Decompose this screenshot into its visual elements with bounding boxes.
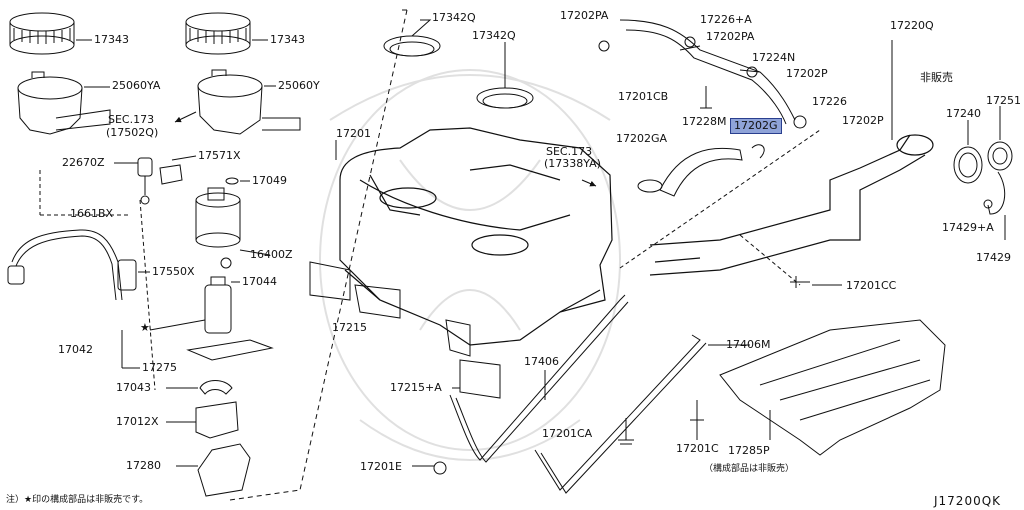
- heat-shield-17215: [309, 261, 401, 319]
- section-ref-17338ya-line2[interactable]: (17338YA): [544, 157, 601, 170]
- fuel-sensor: [114, 157, 153, 205]
- tank-strap-17406m: [534, 334, 701, 491]
- retainer-17043: [199, 380, 233, 395]
- part-17429a[interactable]: 17429+A: [942, 221, 994, 234]
- fuel-tank: [339, 127, 613, 346]
- bolt-17201ca: [618, 418, 634, 445]
- note-component-not-sold: （構成部品は非販売）: [704, 464, 795, 474]
- part-17201cc[interactable]: 17201CC: [846, 279, 897, 292]
- section-ref-17338ya-line1[interactable]: SEC.173: [546, 145, 593, 158]
- clamp-17202g: [751, 144, 765, 159]
- part-17342q-lower[interactable]: 17342Q: [472, 29, 516, 42]
- part-17201cb[interactable]: 17201CB: [618, 90, 669, 103]
- part-17240[interactable]: 17240: [946, 107, 981, 120]
- footnote: 注）★印の構成部品は非販売です。: [6, 495, 149, 505]
- part-17343-left[interactable]: 17343: [94, 33, 129, 46]
- bracket-17571x: [159, 155, 197, 185]
- gasket-upper: [383, 35, 441, 57]
- part-17043[interactable]: 17043: [116, 381, 151, 394]
- heat-shield-17215a: [445, 319, 501, 399]
- part-17049[interactable]: 17049: [252, 174, 287, 187]
- part-17201ca[interactable]: 17201CA: [542, 427, 593, 440]
- hose-17228m: [659, 147, 743, 197]
- part-17202p-upper[interactable]: 17202P: [786, 67, 828, 80]
- protector-17285p: [719, 319, 946, 456]
- note-not-sold: 非販売: [920, 71, 953, 84]
- part-25060y[interactable]: 25060Y: [278, 79, 320, 92]
- part-17280[interactable]: 17280: [126, 459, 161, 472]
- tank-strap-17406: [449, 294, 626, 461]
- section-ref-17502q-line1[interactable]: SEC.173: [108, 113, 155, 126]
- part-25060ya[interactable]: 25060YA: [112, 79, 161, 92]
- section-ref-17502q-line2[interactable]: (17502Q): [106, 126, 159, 139]
- filler-cap: [987, 141, 1013, 171]
- filler-ring: [953, 146, 983, 184]
- part-17226[interactable]: 17226: [812, 95, 847, 108]
- diagram-code: J17200QK: [934, 494, 1002, 508]
- part-17228m[interactable]: 17228M: [682, 115, 727, 128]
- part-17571x[interactable]: 17571X: [198, 149, 241, 162]
- part-17044[interactable]: 17044: [242, 275, 277, 288]
- lock-ring-left: [9, 12, 75, 55]
- part-17201e[interactable]: 17201E: [360, 460, 402, 473]
- part-1661bx[interactable]: 1661BX: [70, 207, 114, 220]
- part-16400z[interactable]: 16400Z: [250, 248, 293, 261]
- watermark-emblem: [319, 69, 621, 461]
- bolt-17201e: [433, 461, 447, 475]
- part-17202p-lower[interactable]: 17202P: [842, 114, 884, 127]
- bolt-17201c: [690, 400, 704, 421]
- part-17275[interactable]: 17275: [142, 361, 177, 374]
- fuel-level-sender-ya: [17, 71, 111, 135]
- part-17012x[interactable]: 17012X: [116, 415, 159, 428]
- gasket-lower: [476, 87, 534, 109]
- filler-tube: [649, 134, 934, 276]
- part-17201c[interactable]: 17201C: [676, 442, 719, 455]
- fuel-filter: [195, 187, 271, 256]
- fuel-level-sender-y: [174, 69, 301, 135]
- part-17406m[interactable]: 17406M: [726, 338, 771, 351]
- strainer: [186, 339, 274, 361]
- part-17042[interactable]: 17042: [58, 343, 93, 356]
- fuel-hose: [7, 229, 150, 301]
- part-17550x[interactable]: 17550X: [152, 265, 195, 278]
- part-17429[interactable]: 17429: [976, 251, 1011, 264]
- part-17251[interactable]: 17251: [986, 94, 1021, 107]
- part-17220q[interactable]: 17220Q: [890, 19, 934, 32]
- part-17215[interactable]: 17215: [332, 321, 367, 334]
- part-17406[interactable]: 17406: [524, 355, 559, 368]
- fuel-pump: [121, 276, 232, 369]
- part-17343-right[interactable]: 17343: [270, 33, 305, 46]
- star-mark: ★: [140, 321, 150, 334]
- part-22670z[interactable]: 22670Z: [62, 156, 105, 169]
- part-17202pa-lower[interactable]: 17202PA: [706, 30, 755, 43]
- part-17201-tank[interactable]: 17201: [336, 127, 371, 140]
- part-17215a[interactable]: 17215+A: [390, 381, 442, 394]
- part-17224n[interactable]: 17224N: [752, 51, 796, 64]
- part-17202ga[interactable]: 17202GA: [616, 132, 668, 145]
- part-17285p[interactable]: 17285P: [728, 444, 770, 457]
- reservoir-cup: [197, 443, 251, 497]
- part-17342q-upper[interactable]: 17342Q: [432, 11, 476, 24]
- breather-hose-17226a: [619, 19, 796, 121]
- part-17226a[interactable]: 17226+A: [700, 13, 752, 26]
- cap-tether: [987, 171, 1006, 215]
- part-17202pa-upper[interactable]: 17202PA: [560, 9, 609, 22]
- lock-ring-right: [185, 12, 251, 55]
- bracket-17012x: [195, 401, 239, 439]
- bolt-17201cc: [790, 276, 810, 288]
- part-17202g-highlighted[interactable]: 17202G: [730, 118, 782, 134]
